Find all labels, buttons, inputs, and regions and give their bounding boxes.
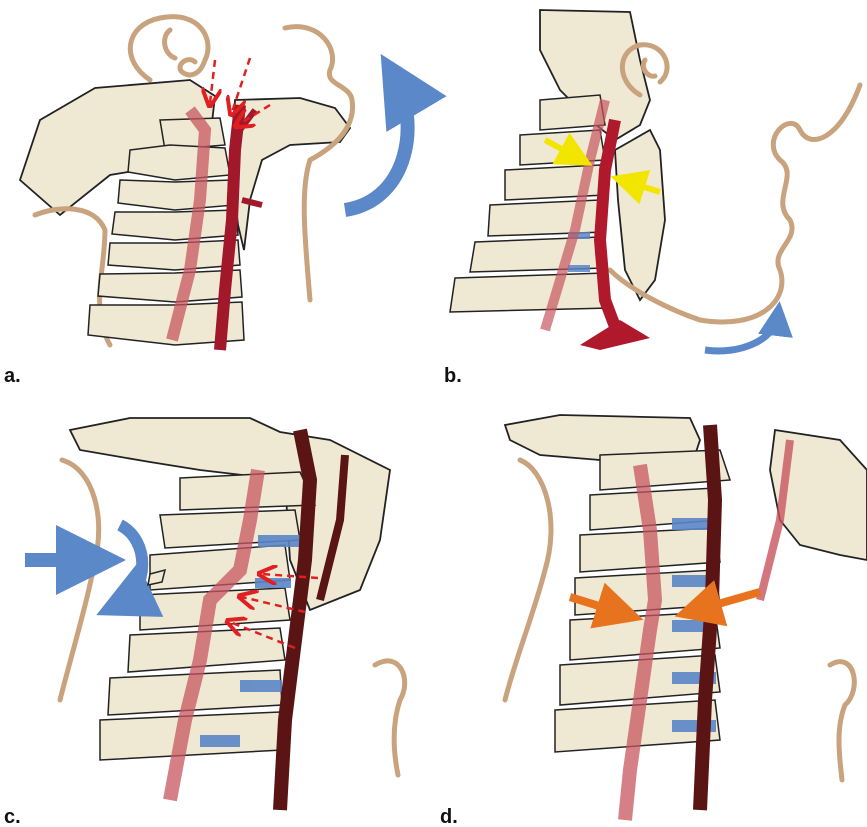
ear-outline xyxy=(130,17,208,80)
panel-label-b: b. xyxy=(444,365,462,387)
panel-label-d: d. xyxy=(440,806,458,827)
neck-back-outline xyxy=(60,460,99,700)
face-outline xyxy=(285,27,353,300)
carotid-root-b xyxy=(580,320,650,350)
throat-outline xyxy=(375,661,405,775)
throat-outline xyxy=(830,662,854,780)
panel-c: c. xyxy=(4,418,405,827)
jaw xyxy=(615,130,665,300)
cervical-spine xyxy=(450,95,610,312)
panel-label-c: c. xyxy=(4,806,21,827)
panel-label-a: a. xyxy=(4,365,21,387)
neck-back-outline xyxy=(505,460,551,700)
panel-d: d. xyxy=(440,415,867,827)
blue-motion-arrows-c xyxy=(25,525,142,605)
panel-b: b. xyxy=(444,10,860,387)
blue-motion-arrow-a xyxy=(345,78,408,210)
blue-curved-arrow xyxy=(118,525,142,605)
panel-a: a. xyxy=(4,17,408,387)
